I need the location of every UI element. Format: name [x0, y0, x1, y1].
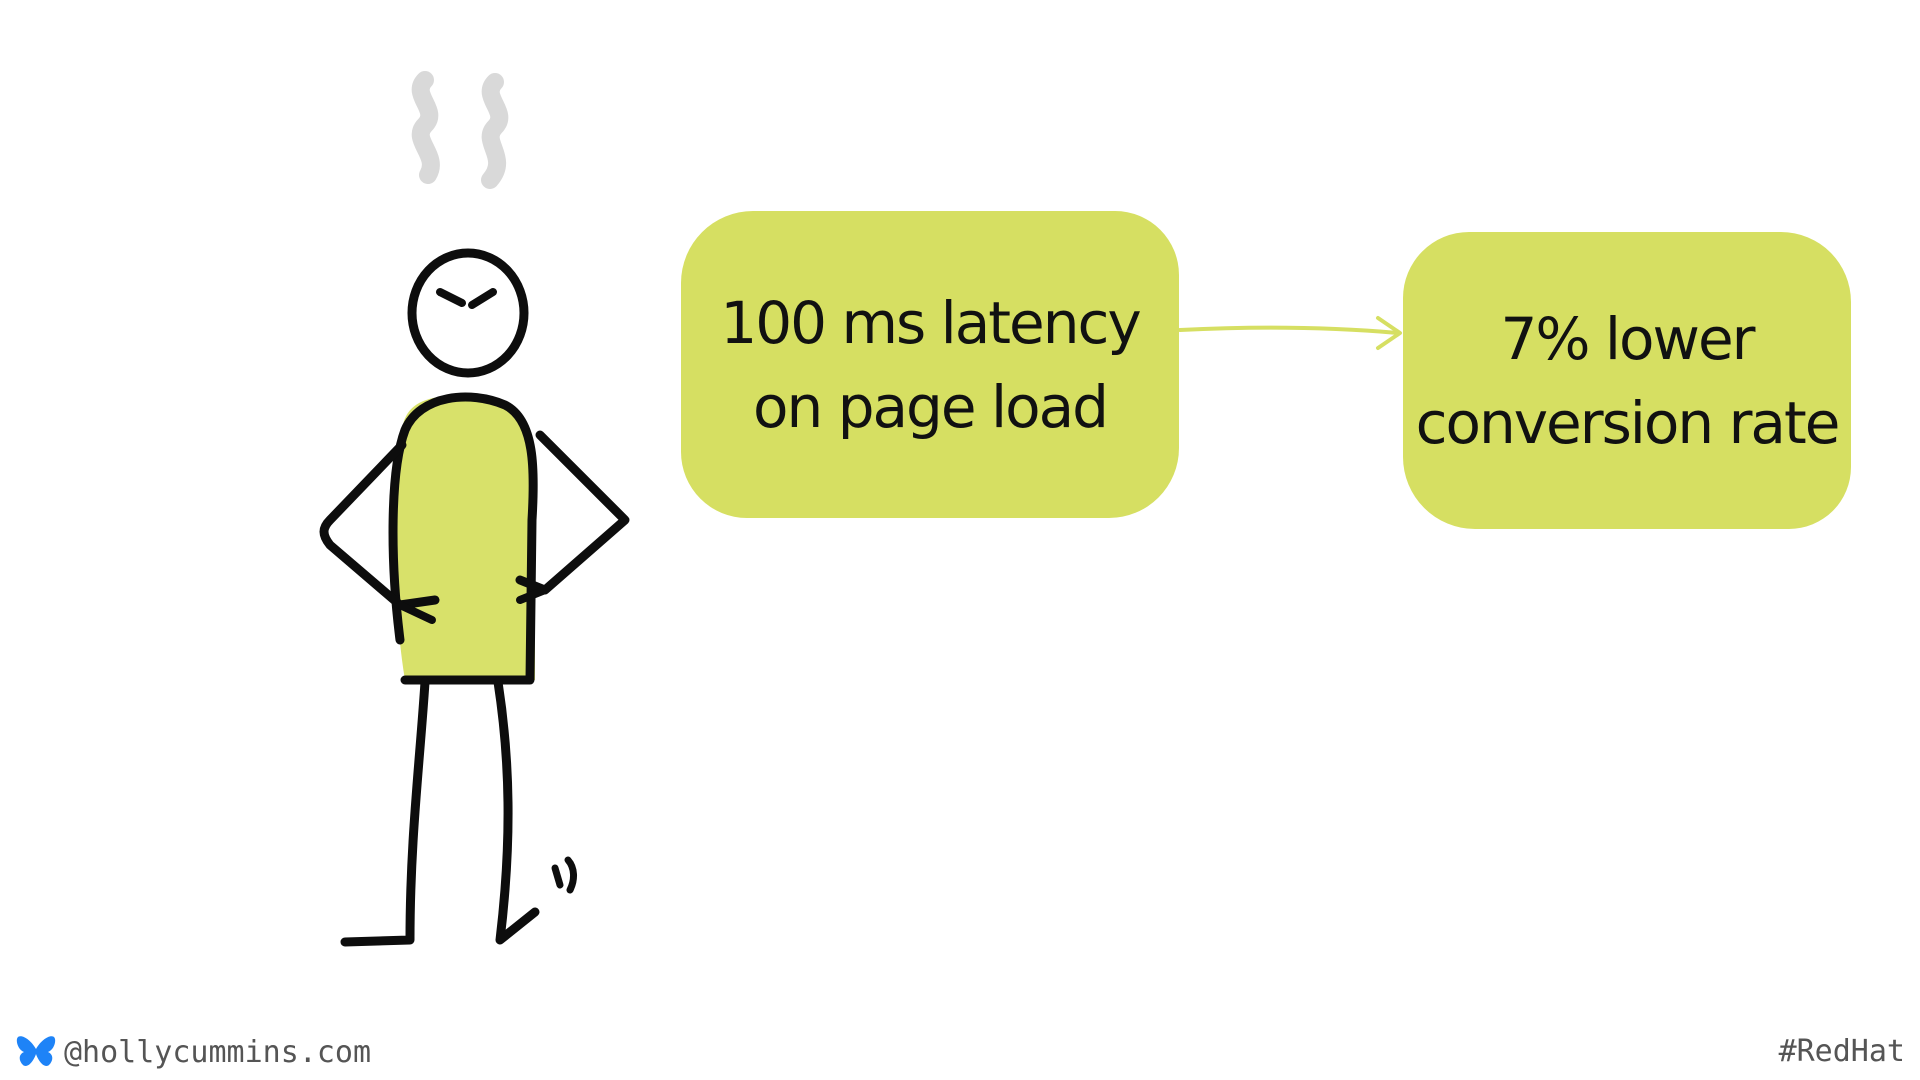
- latency-box-line-2: on page load: [720, 365, 1139, 449]
- head: [412, 253, 524, 373]
- steam-icon: [421, 80, 500, 180]
- latency-box-line-1: 100 ms latency: [720, 281, 1139, 365]
- arrow-right-icon: [1180, 318, 1400, 348]
- footer-hashtag: #RedHat: [1779, 1032, 1905, 1072]
- latency-box: 100 ms latency on page load: [681, 211, 1179, 518]
- footer-handle-text: @hollycummins.com: [64, 1035, 371, 1070]
- footer-handle: @hollycummins.com: [16, 1032, 371, 1072]
- conversion-box-line-1: 7% lower: [1416, 297, 1839, 381]
- conversion-box: 7% lower conversion rate: [1403, 232, 1851, 529]
- conversion-box-line-2: conversion rate: [1416, 381, 1839, 465]
- angry-stick-figure: [324, 80, 625, 942]
- body-fill: [395, 395, 535, 680]
- butterfly-icon: [16, 1034, 56, 1070]
